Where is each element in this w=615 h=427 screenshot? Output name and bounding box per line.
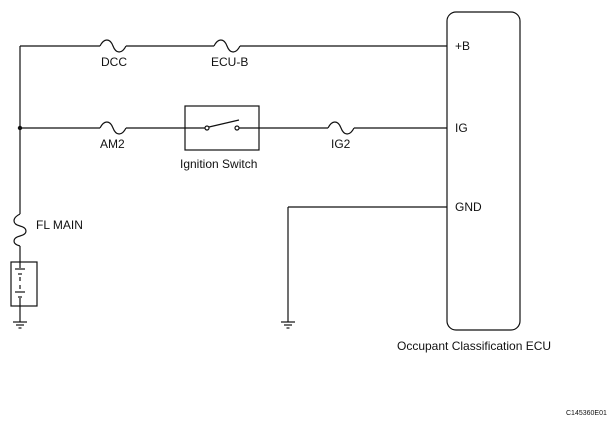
ecu-pin-ig: IG [455,121,468,135]
fuse-ecu-b-symbol [213,39,241,53]
ignition-switch-label: Ignition Switch [180,157,257,171]
fuse-dcc-symbol [99,39,127,53]
fl-main-label: FL MAIN [36,218,83,232]
ecu-ground-icon [281,321,295,329]
fuse-ecu-b-label: ECU-B [211,55,248,69]
ecu-name-label: Occupant Classification ECU [397,339,551,353]
ecu-box [446,11,521,331]
battery-ground-icon [13,306,27,329]
ignition-switch [184,105,260,151]
fuse-am2-symbol [99,121,127,135]
wire-gnd [287,206,447,322]
fl-main-symbol [13,213,27,247]
fuse-dcc-label: DCC [101,55,127,69]
fuse-ig2-label: IG2 [331,137,351,151]
ecu-pin-gnd: GND [455,200,482,214]
battery [10,261,38,307]
fuse-am2-label: AM2 [100,137,125,151]
ecu-pin-b-plus: +B [455,39,470,53]
figure-code: C145360E01 [566,410,607,417]
fuse-ig2-symbol [327,121,355,135]
